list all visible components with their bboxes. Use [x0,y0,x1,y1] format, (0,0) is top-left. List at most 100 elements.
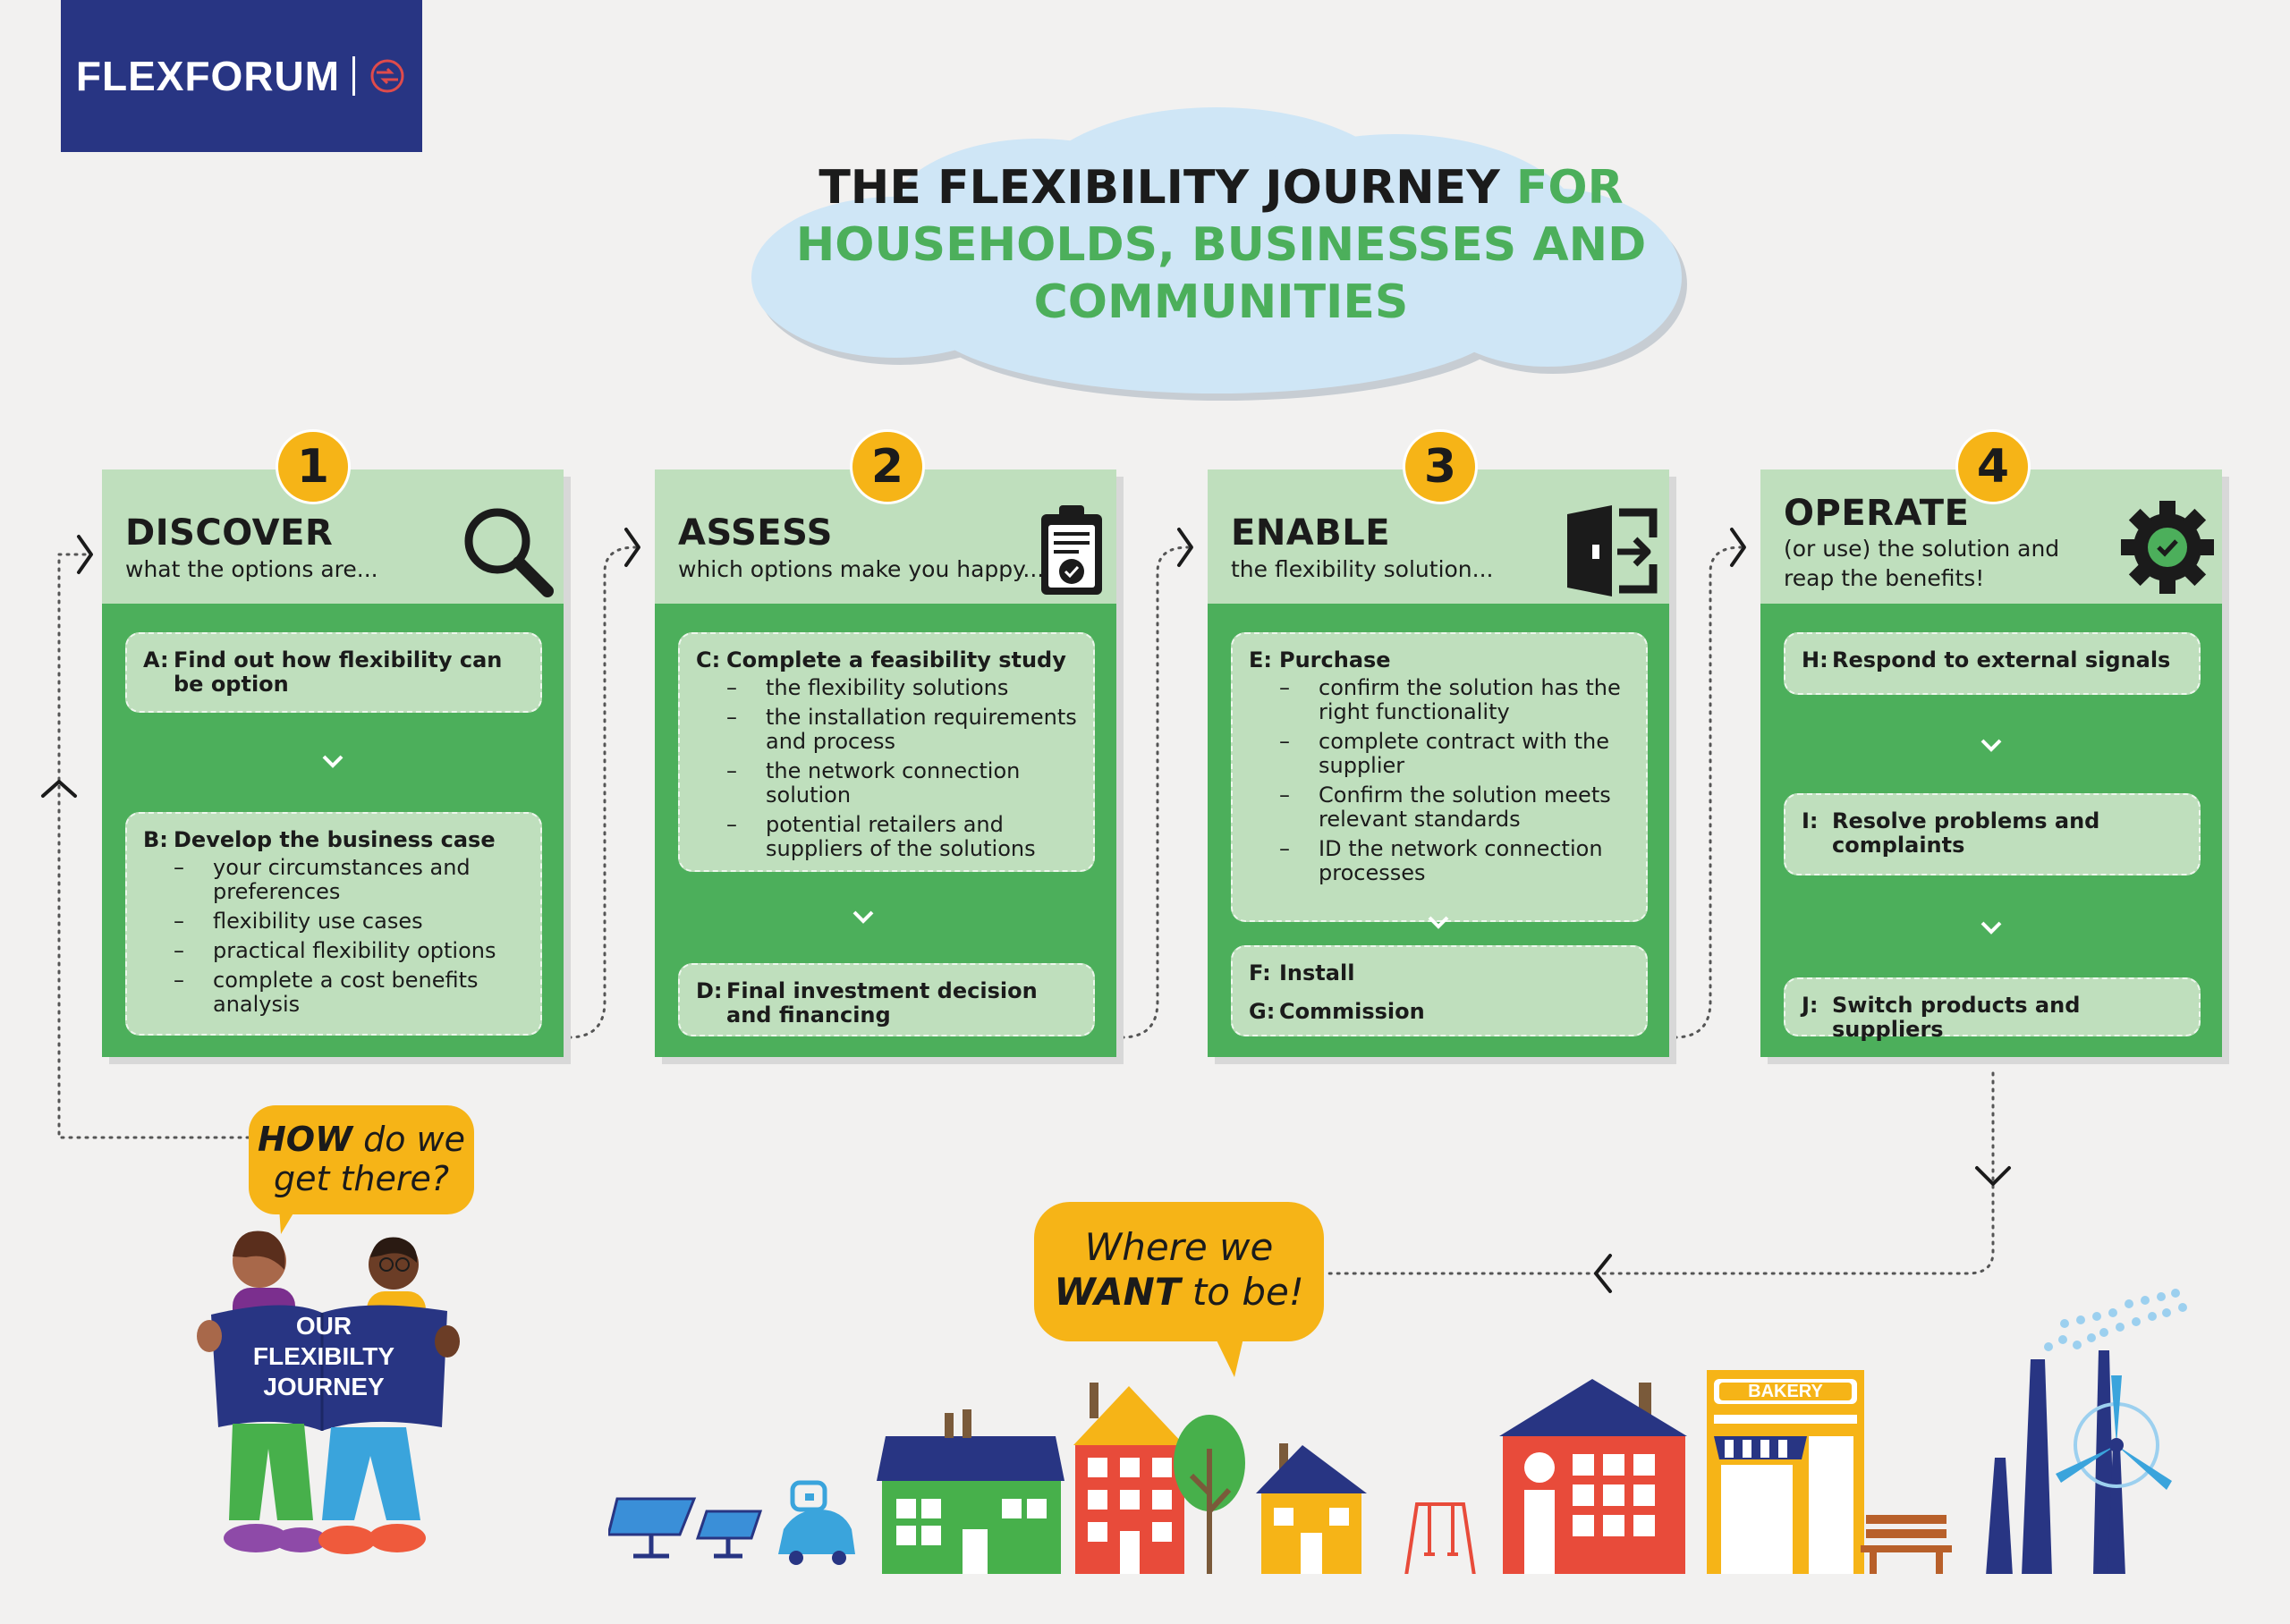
how-line2: get there? [273,1159,449,1198]
step-letter: J: [1802,993,1819,1018]
magnifier-icon [464,508,554,597]
swing-icon [1404,1502,1476,1574]
step-c-box: C:Complete a feasibility study –the flex… [678,632,1095,872]
step-letter: B: [143,827,168,852]
list-item: –confirm the solution has the right func… [1279,675,1621,724]
list-item: –practical flexibility options [174,938,496,963]
stage-number-badge: 2 [850,429,925,504]
stage-title: ASSESS [678,512,833,554]
title-cloud [751,107,1687,401]
stage-number-badge: 4 [1955,429,2031,504]
title-line2: HOUSEHOLDS, BUSINESSES AND [795,218,1647,272]
step-title: Install [1279,960,1355,985]
step-letter: D: [696,978,723,1003]
title-line3: COMMUNITIES [1033,275,1409,329]
steam-dots [2044,1289,2187,1351]
stage-subtitle: the flexibility solution... [1231,556,1494,582]
map-sign-line1: OUR [296,1312,352,1340]
stage-title: DISCOVER [125,512,334,554]
list-item: –complete a cost benefits analysis [174,968,479,1017]
logo-text: FLEXFORUM [75,53,341,99]
stage-number-badge: 3 [1403,429,1478,504]
stage-card-assess: ASSESS which options make you happy... C… [655,469,1116,1057]
step-title: Resolve problems and complaints [1832,808,2100,858]
stage-number-badge: 1 [276,429,351,504]
where-bubble: Where we WANT to be! [1034,1202,1324,1341]
door-enter-icon [1567,505,1658,596]
where-emphasis: WANT [1054,1270,1181,1314]
step-title: Find out how flexibility can be option [174,647,503,697]
step-i-box: I: Resolve problems and complaints [1784,793,2201,875]
chevron-down-icon [322,755,344,768]
step-j-box: J: Switch products and suppliers [1784,977,2201,1042]
page-title: THE FLEXIBILITY JOURNEY FOR HOUSEHOLDS, … [769,159,1673,331]
step-letter: H: [1802,647,1828,672]
step-title: Complete a feasibility study [726,647,1066,672]
stage-subtitle: what the options are... [125,556,378,582]
tree-icon [1174,1415,1245,1574]
step-letter: G: [1249,999,1276,1024]
chevron-down-icon [852,910,874,924]
how-emphasis: HOW [257,1120,353,1159]
step-e-box: E: Purchase –confirm the solution has the… [1231,632,1648,922]
list-item: –ID the network connection processes [1279,836,1603,885]
title-line1-green: FOR [1515,161,1624,215]
list-item: –the network connection solution [726,758,1021,808]
step-b-list: –your circumstances and preferences –fle… [143,856,524,1017]
factory-chimney-icon [1986,1350,2115,1574]
clipboard-check-icon [1041,505,1102,595]
chevron-down-icon [1980,739,2002,752]
title-line1-dark: THE FLEXIBILITY JOURNEY [818,161,1500,215]
flexforum-logo: FLEXFORUM [61,0,422,152]
step-letter: F: [1249,960,1271,985]
map-sign-line2: FLEXIBILTY [253,1342,394,1370]
stage-title: OPERATE [1784,493,1970,534]
list-item: –Confirm the solution meets relevant sta… [1279,782,1611,832]
step-b-box: B:Develop the business case –your circum… [125,812,542,1036]
stage-card-discover: DISCOVER what the options are... A:Find … [102,469,564,1057]
wind-turbine-icon [2056,1375,2172,1574]
bench-icon [1861,1515,1952,1574]
stage-subtitle: (or use) the solution and reap the benef… [1784,536,2060,591]
gear-check-icon [2121,501,2214,594]
step-title: Final investment decision and financing [726,978,1038,1028]
solar-panel-icon [608,1497,763,1559]
green-house-icon [877,1409,1064,1574]
step-title: Switch products and suppliers [1832,993,2081,1042]
step-title: Respond to external signals [1832,647,2171,672]
stage-card-operate: OPERATE (or use) the solution and reap t… [1760,469,2222,1057]
step-d-box: D:Final investment decision and financin… [678,963,1095,1036]
small-house-icon [1256,1443,1367,1574]
list-item: –your circumstances and preferences [174,855,471,904]
stage-header: ASSESS which options make you happy... [655,469,1116,604]
logo-emblem-icon [370,59,404,93]
list-item: –the flexibility solutions [726,675,1009,700]
step-letter: C: [696,647,721,672]
step-a-box: A:Find out how flexibility can be option [125,632,542,713]
logo-divider [352,56,356,96]
step-letter: I: [1802,808,1819,833]
list-item: –potential retailers and suppliers of th… [726,812,1036,861]
people-illustration: OUR FLEXIBILTY JOURNEY [197,1231,460,1554]
step-letter: E: [1249,647,1272,672]
stage-title: ENABLE [1231,512,1391,554]
large-red-house-icon [1499,1379,1687,1574]
where-text: to be! [1180,1270,1304,1314]
red-house-icon [1073,1383,1184,1574]
how-bubble: HOW do we get there? [249,1105,474,1214]
chevron-down-icon [1428,916,1449,929]
bakery-sign: BAKERY [1748,1382,1823,1401]
step-h-box: H:Respond to external signals [1784,632,2201,695]
stage-card-enable: ENABLE the flexibility solution... E: Pur… [1208,469,1669,1057]
list-item: –complete contract with the supplier [1279,729,1609,778]
bakery-icon: BAKERY [1707,1370,1864,1574]
step-letter: A: [143,647,169,672]
electric-car-icon [778,1480,855,1565]
map-sign-line3: JOURNEY [263,1373,385,1400]
chevron-down-icon [1980,921,2002,935]
step-title: Purchase [1279,647,1391,672]
town-illustration: BAKERY [608,1289,2187,1574]
list-item: –flexibility use cases [174,909,423,934]
step-e-list: –confirm the solution has the right func… [1249,676,1630,885]
